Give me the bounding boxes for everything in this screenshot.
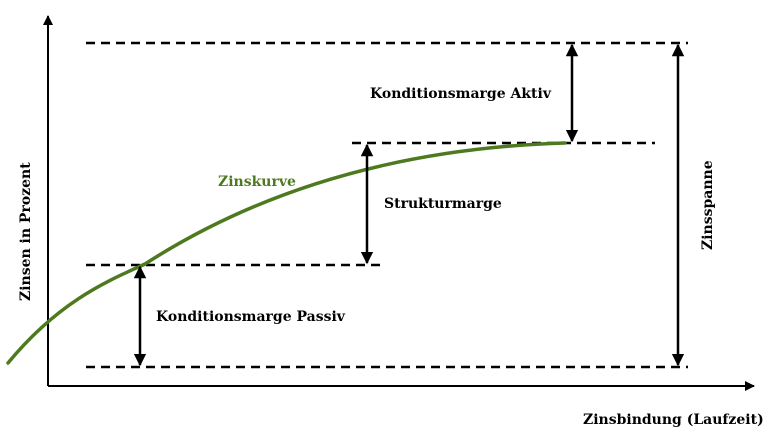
konditionsmarge-aktiv-label: Konditionsmarge Aktiv (370, 86, 552, 102)
zinsspanne-label: Zinsspanne (700, 160, 716, 250)
strukturmarge-label: Strukturmarge (384, 196, 502, 212)
y-axis-label: Zinsen in Prozent (18, 162, 34, 301)
yield-curve-label: Zinskurve (218, 174, 296, 190)
konditionsmarge-passiv-label: Konditionsmarge Passiv (156, 309, 346, 325)
x-axis-label: Zinsbindung (Laufzeit) (583, 412, 764, 428)
yield-curve (6, 141, 567, 365)
